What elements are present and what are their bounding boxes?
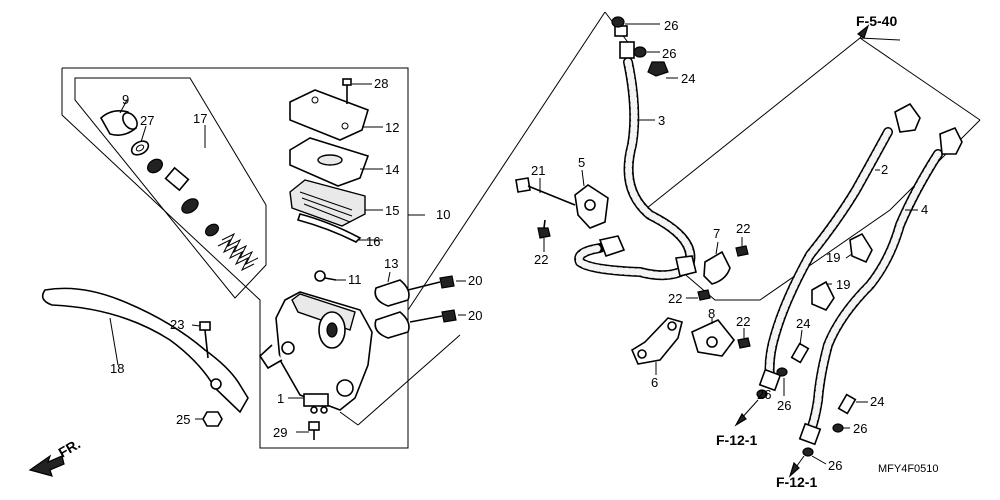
label-25: 25 [176,412,190,427]
label-7: 7 [713,226,720,241]
bolt-part-22-left [537,219,551,252]
label-21: 21 [531,163,545,178]
label-12: 12 [385,120,399,135]
label-3: 3 [658,113,665,128]
label-6: 6 [651,375,658,390]
label-16: 16 [366,234,380,249]
bolt-part-24-right-a [790,329,810,364]
clamps-part-19 [811,232,873,311]
label-13: 13 [384,256,398,271]
holder-part-13 [374,271,410,339]
label-1: 1 [277,391,284,406]
screw-part-28 [342,78,372,104]
bolt-part-22-mid [686,289,711,301]
brake-lever-part-18 [41,287,249,414]
label-26-right-d: 26 [828,458,842,473]
ref-arrow-f540 [856,24,870,39]
holder-bolts-part-20 [407,275,466,323]
label-8: 8 [708,306,715,321]
ref-arrow-f121-right [788,455,805,478]
brake-hose-part-4 [798,126,963,446]
label-17: 17 [193,111,207,126]
label-19-top: 19 [826,250,840,265]
label-23: 23 [170,317,184,332]
screw-part-29 [296,421,320,440]
label-26-top-a: 26 [664,18,678,33]
label-28: 28 [374,76,388,91]
label-22-right: 22 [736,221,750,236]
label-24-right: 24 [870,394,884,409]
label-20-top: 20 [468,273,482,288]
piston-kit-outline [74,77,267,299]
ref-arrow-f121-left [734,399,759,427]
piston-parts [146,158,220,237]
label-18: 18 [110,361,124,376]
label-22-lower: 22 [736,314,750,329]
joint-part-8 [691,318,736,357]
bolt-part-21 [515,177,576,206]
label-27: 27 [140,113,154,128]
label-5: 5 [578,155,585,170]
washers-part-26-top [611,16,660,58]
bracket-part-6 [630,317,683,375]
front-direction-arrow-icon [28,454,65,477]
plate-part-14 [289,137,383,187]
bolt-part-24-right-b [837,393,868,415]
bolt-part-22-right [735,237,749,257]
label-9: 9 [122,92,129,107]
label-14: 14 [385,162,399,177]
label-26-right-b: 26 [777,398,791,413]
label-19-bottom: 19 [836,277,850,292]
callout-labels: 9 27 17 28 12 14 15 10 16 13 11 20 20 23… [56,13,939,490]
label-15: 15 [385,203,399,218]
boot-part-9 [99,99,138,136]
washers-part-26-right [756,367,850,465]
brake-hose-part-3 [574,25,697,281]
diaphragm-part-15 [289,179,383,227]
label-26-top-b: 26 [662,46,676,61]
label-26-right-a: 26 [757,387,771,402]
label-10: 10 [436,207,450,222]
circlip-part-27 [130,125,150,156]
float-part-16 [296,213,383,243]
screw-part-11 [314,270,346,282]
master-cylinder-group-outline [61,67,425,449]
label-29: 29 [273,425,287,440]
label-24-top: 24 [681,71,695,86]
pivot-bolt-part-23 [191,321,211,359]
bolt-part-24-top [647,61,678,79]
master-cylinder-body [258,291,373,411]
joint-part-7 [703,241,731,285]
bracket-part-5 [574,169,609,229]
label-24-mid: 24 [796,316,810,331]
reservoir-cap-part-12 [289,89,383,141]
brake-hose-part-2 [758,102,921,392]
diagram-code: MFY4F0510 [878,463,939,475]
label-4: 4 [921,202,928,217]
label-26-right-c: 26 [853,421,867,436]
switch-part-1 [288,393,329,414]
spring-part [217,232,259,272]
label-11: 11 [348,272,362,287]
ref-f540: F-5-40 [856,13,897,29]
pivot-nut-part-25 [195,411,223,427]
bolt-part-22-lower [737,328,751,349]
label-20-bottom: 20 [468,308,482,323]
label-2: 2 [881,162,888,177]
label-22-left: 22 [534,252,548,267]
ref-f121-right: F-12-1 [776,474,817,490]
label-22-mid: 22 [668,291,682,306]
ref-f121-left: F-12-1 [716,432,757,448]
